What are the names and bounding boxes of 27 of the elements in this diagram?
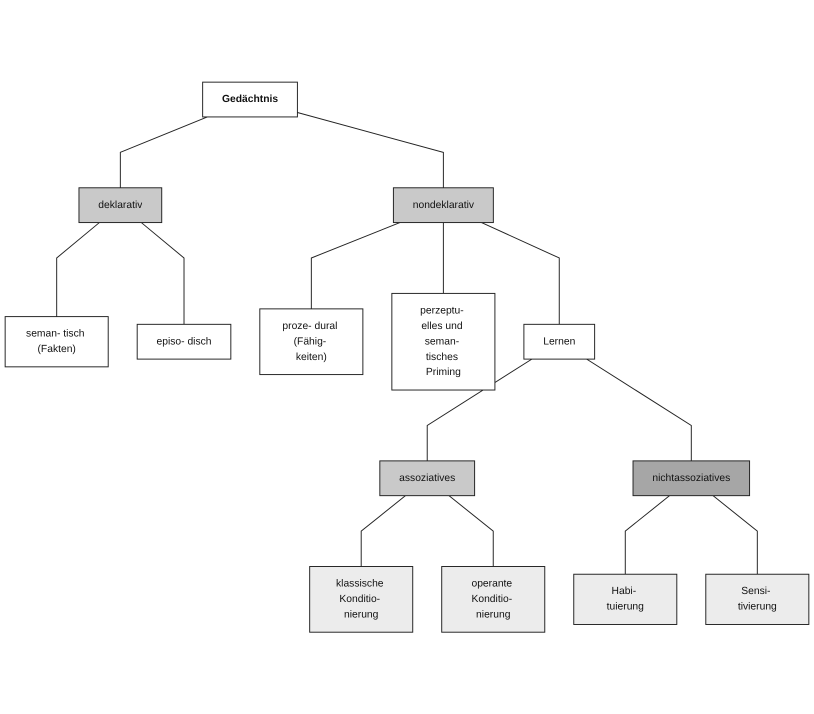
connector (360, 494, 406, 567)
node-box: deklarativ (78, 187, 162, 223)
node-box: Lernen (523, 324, 596, 360)
connector (310, 222, 400, 310)
node-box: nichtassoziatives (632, 460, 750, 496)
connector (712, 494, 758, 575)
connector (624, 494, 670, 575)
node-box: Gedächtnis (202, 81, 298, 118)
connector (296, 112, 444, 188)
connector (448, 494, 494, 567)
node-box: nondeklarativ (392, 187, 494, 223)
node-box: assoziatives (379, 460, 476, 496)
connector (140, 222, 184, 325)
connector (481, 222, 560, 325)
connector (586, 358, 692, 462)
node-box: Habi- tuierung (573, 574, 678, 625)
node-box: perzeptu- elles und seman- tisches Priming (391, 292, 496, 390)
node-box: proze- dural (Fähig- keiten) (259, 308, 364, 375)
node-box: seman- tisch (Fakten) (4, 316, 109, 368)
connector (56, 222, 100, 317)
connector (120, 116, 208, 188)
node-box: episo- disch (136, 324, 232, 360)
node-box: Sensi- tivierung (705, 574, 810, 625)
node-box: operante Konditio- nierung (441, 566, 546, 632)
node-box: klassische Konditio- nierung (309, 566, 414, 632)
connector (426, 358, 532, 462)
connector (442, 222, 444, 294)
